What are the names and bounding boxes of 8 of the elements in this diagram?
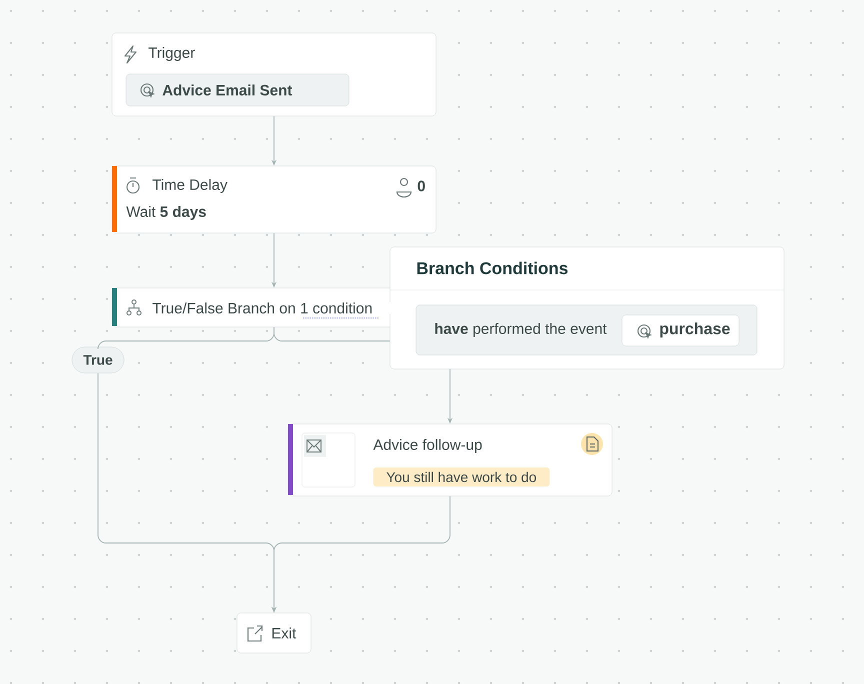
conditions-popover: Branch Conditions have performed the event purchase bbox=[384, 246, 784, 370]
condition-box: have performed the event purchase bbox=[416, 304, 758, 356]
exit-box: Exit bbox=[236, 612, 312, 654]
trigger-card: Trigger Advice Email Sent bbox=[112, 32, 436, 116]
delay-card: Time Delay 0 Wait 5 days bbox=[112, 166, 436, 234]
event-pill: Advice Email Sent bbox=[126, 74, 350, 106]
message-card: Advice follow-up You still have work to do bbox=[288, 424, 612, 496]
event-pill: purchase bbox=[622, 314, 740, 346]
